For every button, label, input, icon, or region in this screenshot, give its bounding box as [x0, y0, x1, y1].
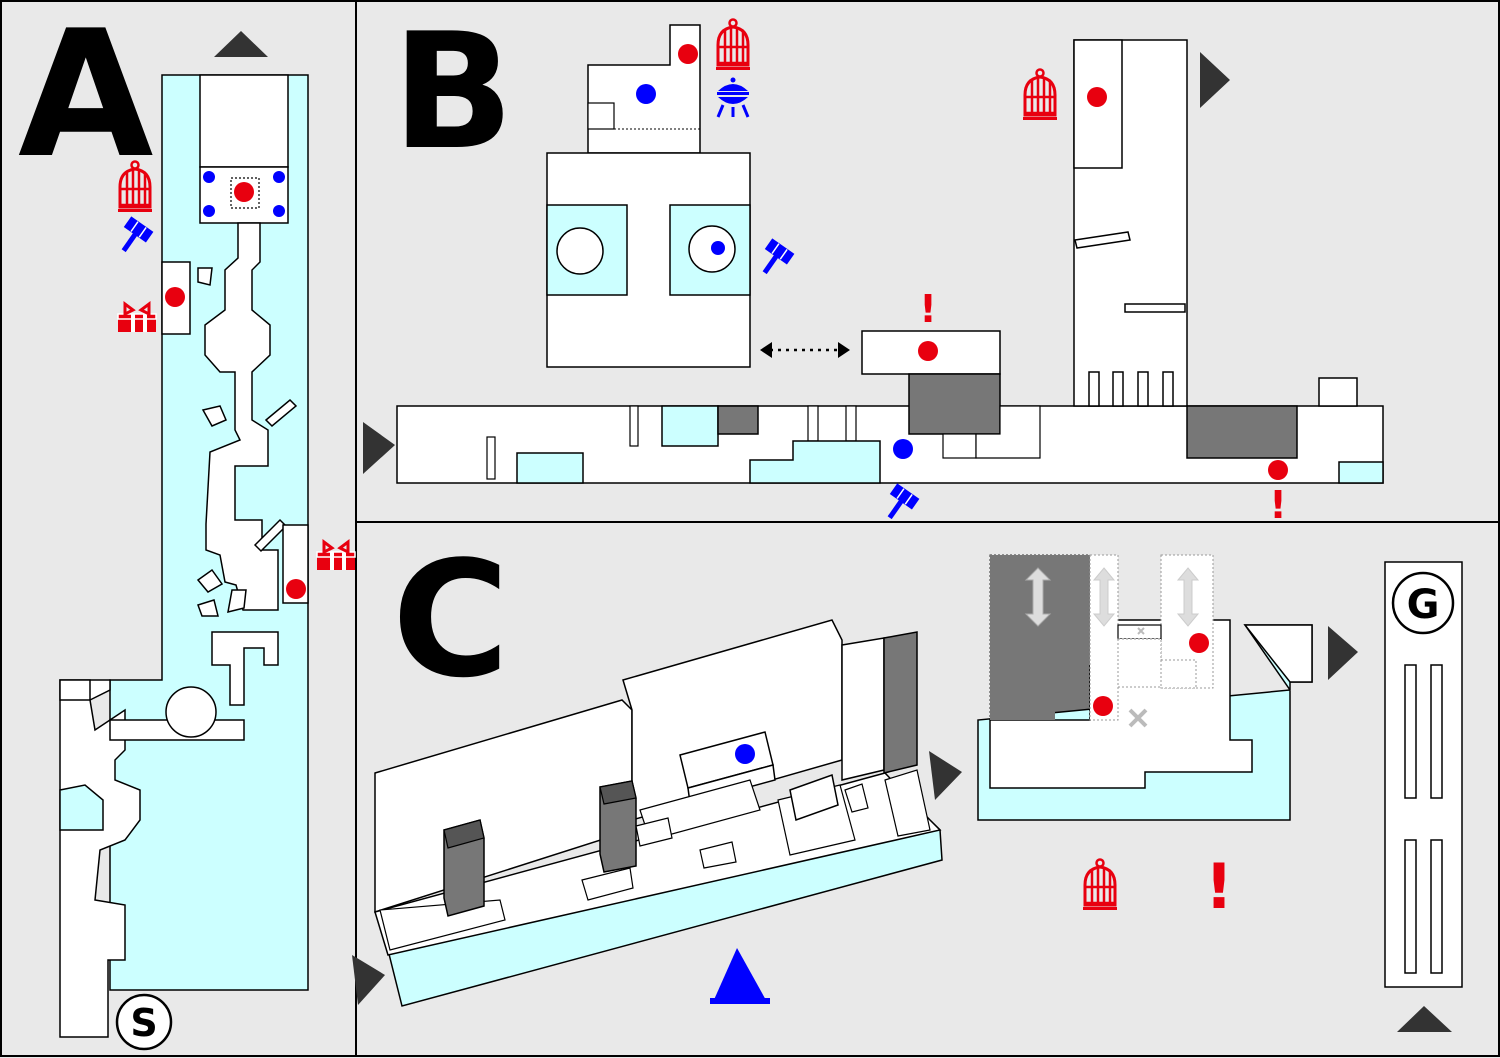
- section-b-markers: ! !: [363, 18, 1288, 527]
- traffic-cone-icon: [713, 948, 767, 1002]
- blue-dot: [636, 84, 656, 104]
- direction-arrow-icon: [929, 751, 962, 800]
- section-c-markers: ! G: [352, 571, 1455, 1032]
- direction-arrow-icon: [1328, 626, 1358, 680]
- red-dot: [1268, 460, 1288, 480]
- alert-icon: !: [1205, 850, 1233, 923]
- red-dot: [678, 44, 698, 64]
- red-dot: [1189, 633, 1209, 653]
- section-b-map: [396, 24, 1384, 484]
- section-b-block: [908, 373, 1001, 435]
- red-dot: [918, 341, 938, 361]
- red-dot: [1093, 696, 1113, 716]
- blue-dot: [893, 439, 913, 459]
- blue-dot: [273, 205, 285, 217]
- red-dot: [1087, 87, 1107, 107]
- start-marker-label: S: [130, 1001, 157, 1045]
- section-a-markers: S: [112, 31, 357, 1051]
- red-dot: [234, 182, 254, 202]
- direction-arrow-icon: [363, 422, 395, 474]
- blue-dot: [203, 205, 215, 217]
- section-c-map: [374, 554, 1463, 1007]
- alert-icon: !: [919, 287, 936, 331]
- blue-dot: [735, 744, 755, 764]
- blue-dot: [203, 171, 215, 183]
- alert-icon: !: [1269, 483, 1286, 527]
- section-a-top-room: [199, 74, 289, 168]
- direction-arrow-icon: [352, 955, 385, 1005]
- direction-arrow-icon: [1200, 52, 1230, 108]
- goal-marker-label: G: [1407, 582, 1440, 628]
- blue-dot: [273, 171, 285, 183]
- start-marker: S: [115, 993, 173, 1051]
- direction-arrow-icon: [1397, 1006, 1452, 1032]
- vertical-move-arrows: [1024, 567, 1200, 627]
- section-a-path: [204, 222, 279, 611]
- section-a-pond: [59, 784, 104, 831]
- goal-marker: G: [1391, 571, 1455, 635]
- blue-dot: [711, 241, 725, 255]
- red-dot: [286, 579, 306, 599]
- direction-arrow-icon: [214, 31, 268, 57]
- section-a-shore: [59, 679, 141, 1038]
- red-dot: [165, 287, 185, 307]
- boulder: [165, 686, 217, 738]
